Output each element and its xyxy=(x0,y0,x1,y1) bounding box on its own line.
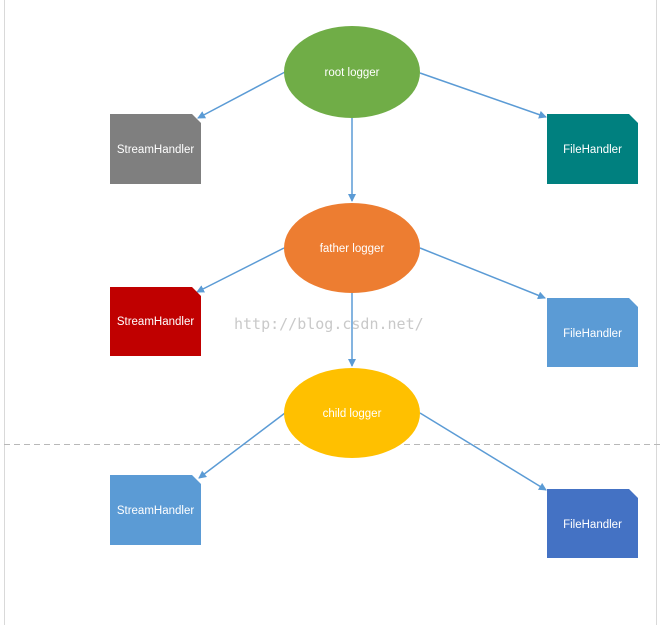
arrows xyxy=(196,71,547,491)
father-stream-handler: StreamHandler xyxy=(110,287,201,356)
handler-box xyxy=(110,287,201,356)
logger-root: root logger xyxy=(284,26,420,118)
father-file-handler: FileHandler xyxy=(547,298,638,367)
handler-label: FileHandler xyxy=(563,519,622,531)
arrow-father-to-file xyxy=(419,247,546,300)
logger-label: root logger xyxy=(325,67,380,79)
arrow-root-to-file xyxy=(419,72,547,119)
handler-label: StreamHandler xyxy=(117,144,195,156)
handler-label: FileHandler xyxy=(563,144,622,156)
logger-label: child logger xyxy=(323,408,382,420)
watermark-text: http://blog.csdn.net/ xyxy=(234,315,424,333)
handler-box xyxy=(547,114,638,184)
logger-label: father logger xyxy=(320,243,385,255)
logger-ellipse xyxy=(284,203,420,293)
arrow-child-to-stream xyxy=(198,412,286,479)
handler-box xyxy=(547,489,638,558)
handler-label: StreamHandler xyxy=(117,505,195,517)
root-file-handler: FileHandler xyxy=(547,114,638,184)
handler-label: FileHandler xyxy=(563,328,622,340)
child-stream-handler: StreamHandler xyxy=(110,475,201,545)
arrow-father-to-stream xyxy=(196,247,285,293)
root-stream-handler: StreamHandler xyxy=(110,114,201,184)
handler-label: StreamHandler xyxy=(117,316,195,328)
logger-father: father logger xyxy=(284,203,420,293)
child-file-handler: FileHandler xyxy=(547,489,638,558)
handler-box xyxy=(110,475,201,545)
logger-ellipse xyxy=(284,26,420,118)
arrow-root-to-stream xyxy=(197,71,286,119)
arrow-child-to-file xyxy=(419,412,547,491)
logger-ellipse xyxy=(284,368,420,458)
handler-box xyxy=(547,298,638,367)
logger-child: child logger xyxy=(284,368,420,458)
handler-box xyxy=(110,114,201,184)
